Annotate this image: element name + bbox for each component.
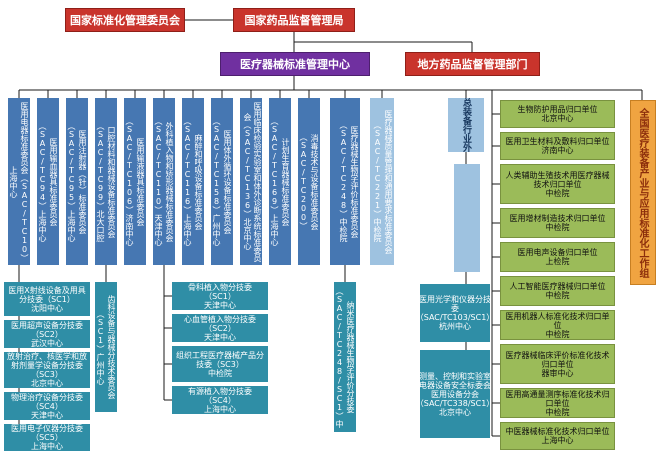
tc10-sub-sc4: 物理治疗设备分技委（SC4） 天津中心 (4, 392, 90, 420)
tc10-sub-sc2: 医用超声设备分技委（SC2） 武汉中心 (4, 320, 90, 348)
guikou-unit-bio-protection: 生物防护用品归口单位 北京中心 (500, 100, 615, 128)
device-standards-center-box: 医疗器械标准管理中心 (220, 52, 370, 76)
outside-industry-box: 总装备行业外 (448, 98, 484, 152)
tc110-sub-sc1: 骨科植入物分技委（SC1） 天津中心 (172, 282, 268, 310)
guikou-unit-ai-devices: 人工智能医疗器械归口单位 中检院 (500, 276, 615, 306)
guikou-unit-tcm-devices: 中医器械标准化技术归口单位 上海中心 (500, 422, 615, 450)
committee-tc221: 医疗器械质量管理和通用要求标准委员会（SAC/TC221）中检院 (370, 98, 394, 265)
committee-tc94: 医用输血器具标准委员会（SAC/TC94）上海中心 (37, 98, 59, 265)
optics-sub-committee: 医用光学和仪器分技委 （SAC/TC103/SC1） 杭州中心 (416, 284, 494, 342)
medical-equipment-working-group-box: 全国医疗装备产业与应用标准化工作组 (630, 100, 656, 285)
committee-tc110: 外科植入物和矫形器械标准委员会（SAC/TC110）天津中心 (153, 98, 175, 265)
guikou-unit-medical-robots: 医用机器人标准化技术归口单位 中检院 (500, 310, 615, 340)
tc110-sub-sc3: 组织工程医疗器械产品分技委（SC3） 中检院 (172, 346, 268, 382)
committee-tc136: 医用临床检验实验室和体外诊断系统标准委员会（SAC/TC136）北京中心 (240, 98, 262, 265)
nano-sub-committee: 纳米医疗器械生物学评价分技委（SAC/TC248/SC1）中检院 (324, 282, 356, 432)
committee-tc99: 口腔材料和器械设备标准委员会（SAC/TC99）北大口腔 (95, 98, 117, 265)
committee-tc106: 医用输液器具标准委员会（SAC/TC106）济南中心 (124, 98, 146, 265)
guikou-unit-dressings: 医用卫生材料及敷料归口单位 济南中心 (500, 132, 615, 160)
guikou-unit-clinical-evaluation: 医疗器械临床评价标准化技术归口单位 器审中心 (500, 344, 615, 384)
tc10-sub-sc3: 放射治疗、核医学和放射剂量学设备分技委（SC3） 北京中心 (4, 352, 90, 388)
tc10-sub-sc5: 医用电子仪器分技委（SC5） 上海中心 (4, 424, 90, 451)
guikou-unit-additive-manufacturing: 医用增材制造技术归口单位 中检院 (500, 208, 615, 238)
committee-tc95: 医用注射器（针）标准委员会（SAC/TC95）上海中心 (66, 98, 88, 265)
committee-tc10: 医用电器标准委员会（SAC/TC10）上海中心 (8, 98, 30, 265)
dental-sub-sc1: 齿科设备与器械分技术委员会（SC1）广州中心 (95, 282, 117, 412)
tc110-sub-sc2: 心血管植入物分技委（SC2） 天津中心 (172, 314, 268, 342)
committee-tc200: 消毒技术与设备标准委员会（SAC/TC200） (298, 98, 320, 265)
tc10-sub-sc1: 医用X射线设备及用具分技委（SC1） 沈阳中心 (4, 282, 90, 316)
tc110-sub-sc4: 有源植入物分技委（SC4） 上海中心 (172, 386, 268, 414)
nmpa-box: 国家药品监督管理局 (233, 8, 355, 32)
committee-tc248: 医疗器械生物学评价标准委员会（SAC/TC248）中检院 (330, 98, 360, 265)
committee-tc158: 医用体外循环设备标准委员会（SAC/TC158）广州中心 (211, 98, 233, 265)
sac-box: 国家标准化管理委员会 (65, 8, 185, 32)
measurement-sub-committee: 测量、控制和实验室电器设备安全标委会医用设备分会 （SAC/TC338/SC1）… (416, 350, 494, 438)
committee-tc116: 麻醉和呼吸设备标准委员会（SAC/TC116）上海中心 (182, 98, 204, 265)
committee-tc169: 计划生育器械标准委员会（SAC/TC169）上海中心 (269, 98, 291, 265)
local-regulators-box: 地方药品监督管理部门 (405, 52, 540, 76)
outside-industry-placeholder (454, 164, 480, 272)
guikou-unit-assisted-reproduction: 人类辅助生殖技术用医疗器械技术归口单位 中检院 (500, 164, 615, 204)
guikou-unit-sequencing: 医用高通量测序标准化技术归口单位 中检院 (500, 388, 615, 418)
guikou-unit-electroacoustic: 医用电声设备归口单位 上检院 (500, 242, 615, 272)
